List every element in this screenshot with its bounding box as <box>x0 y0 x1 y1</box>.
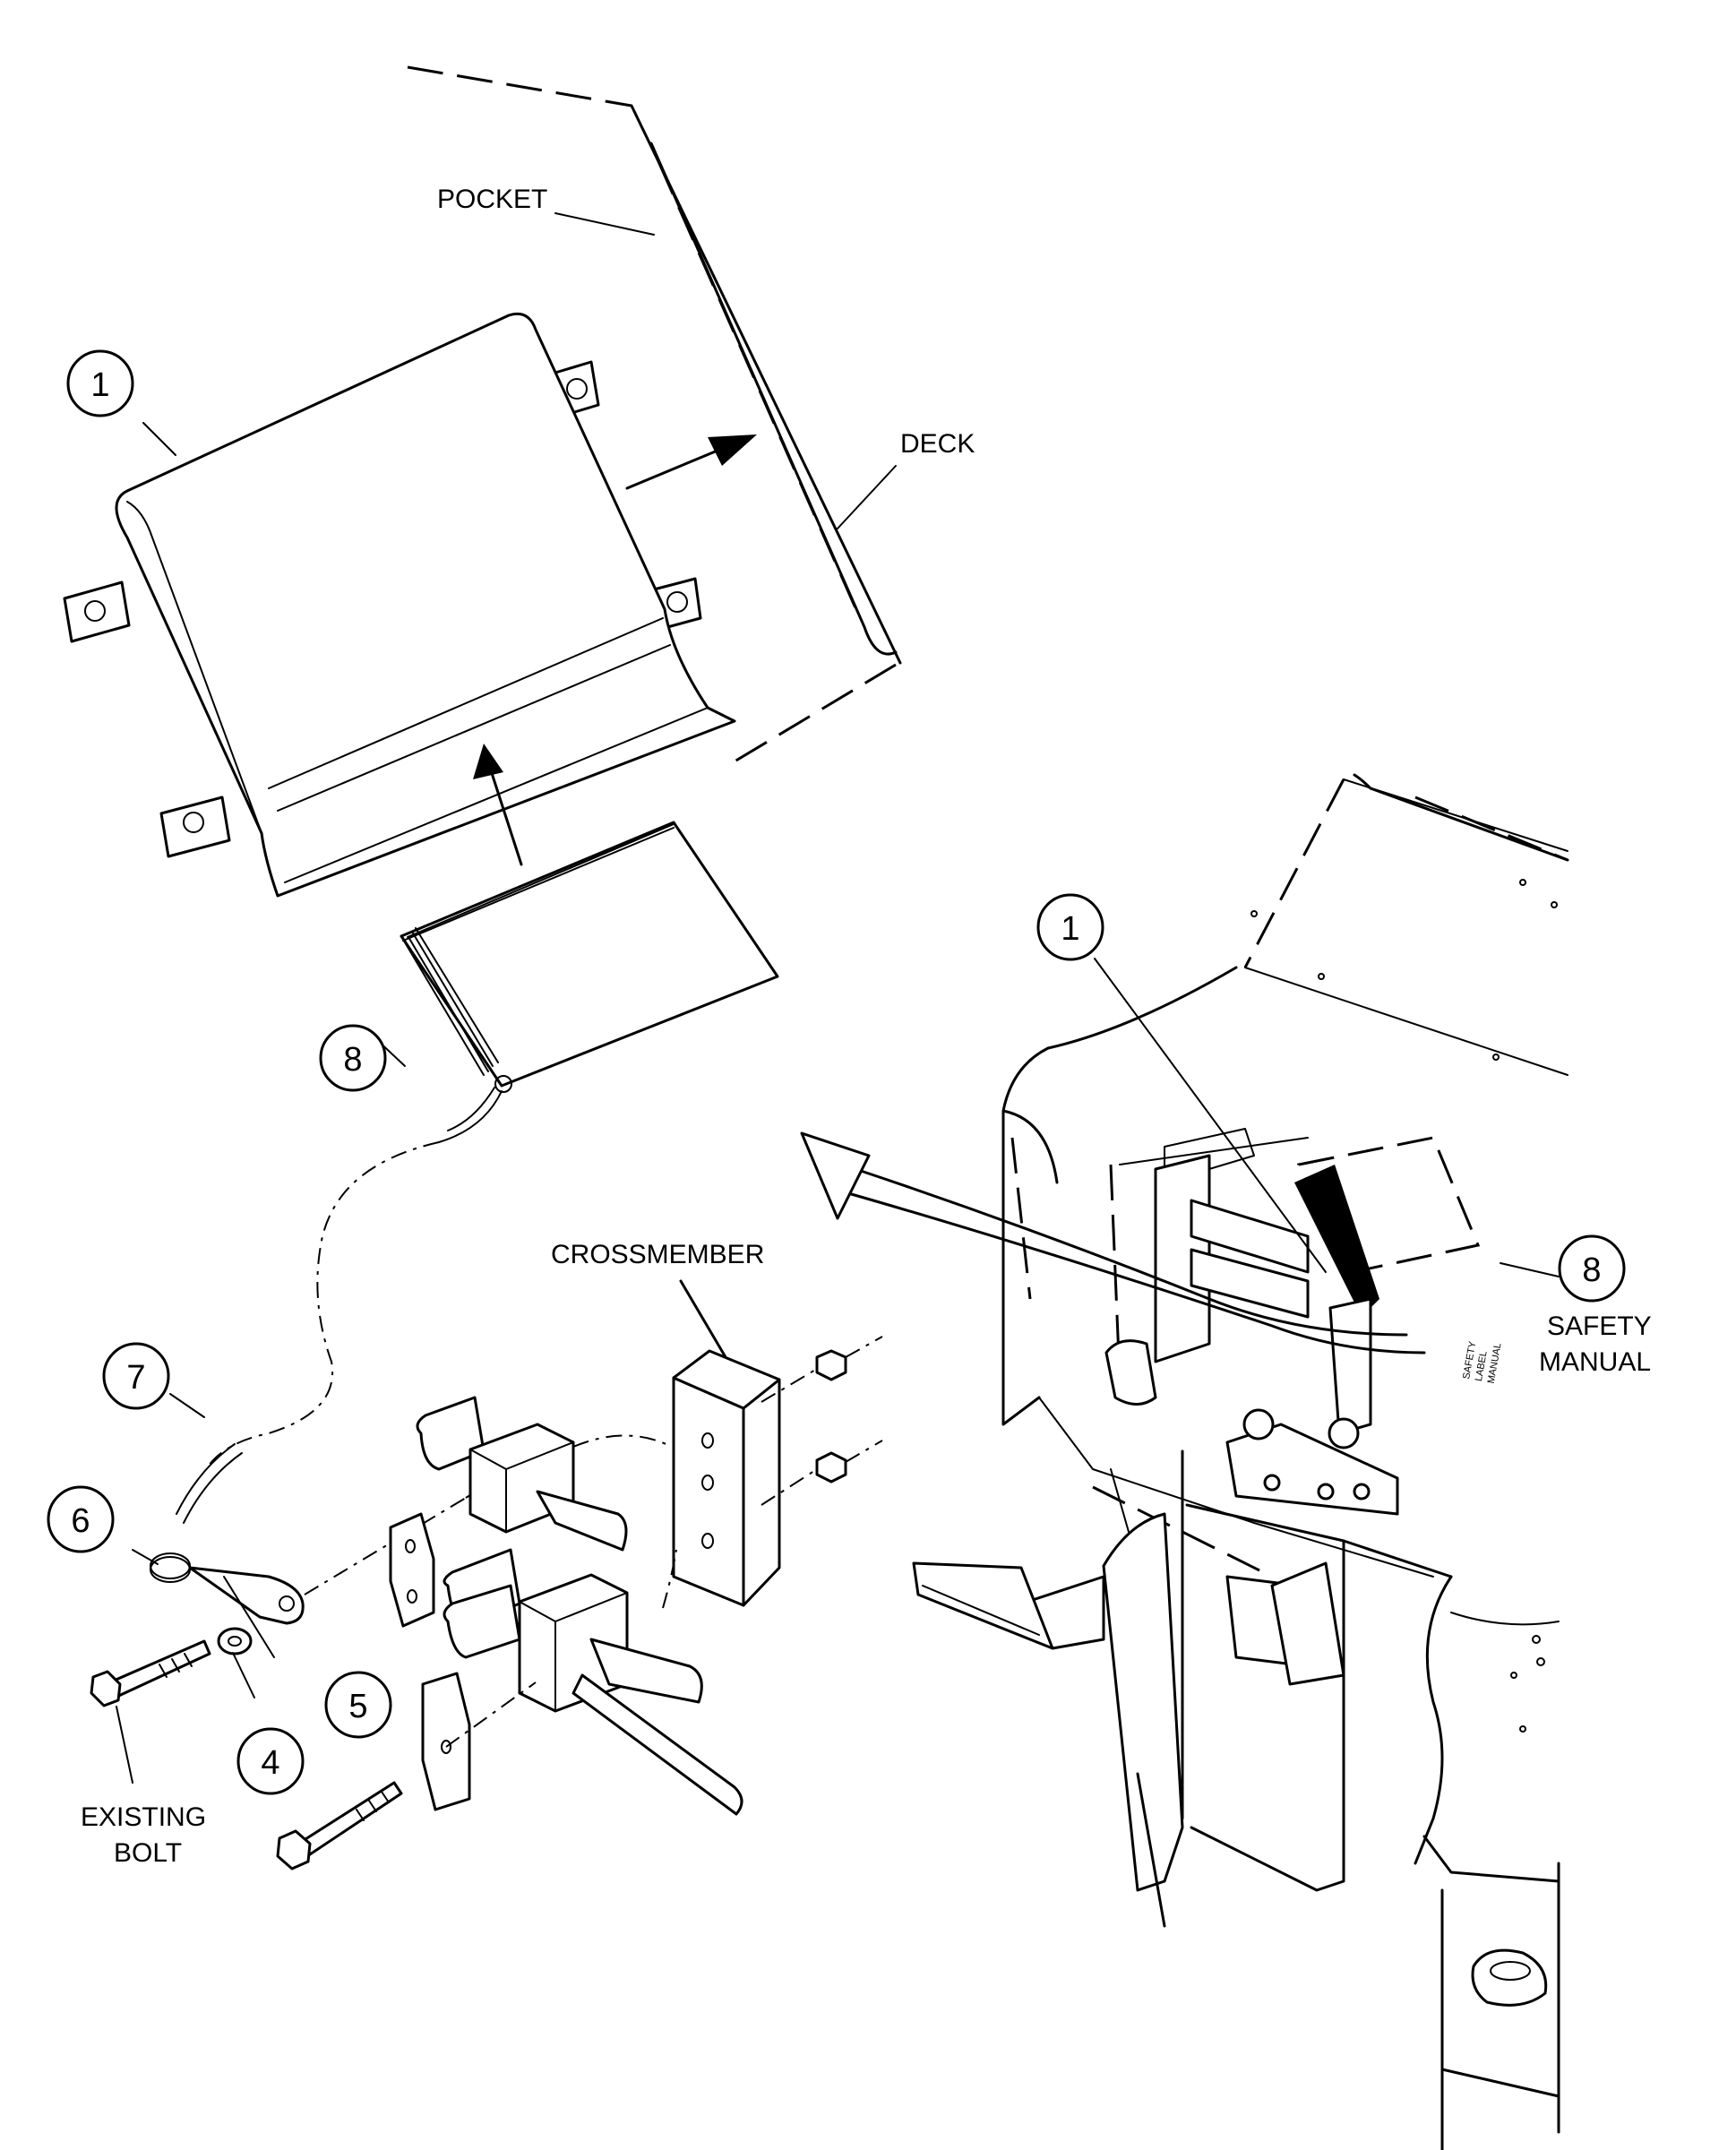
safety-manual-label-line1: SAFETY <box>1547 1312 1652 1341</box>
callout-5: 5 <box>324 1671 392 1739</box>
split-ring <box>150 1552 191 1583</box>
existing-bolt <box>90 1639 211 1707</box>
deck-pocket <box>407 65 902 763</box>
leader-lines <box>116 212 1560 1784</box>
deck-label: DECK <box>900 429 975 459</box>
lower-bolt <box>276 1781 403 1870</box>
chain-bracket <box>188 1566 305 1625</box>
install-arrows <box>473 434 757 866</box>
callout-7-text: 7 <box>126 1359 145 1397</box>
callout-1-top: 1 <box>66 349 134 417</box>
callout-7: 7 <box>102 1342 170 1410</box>
callout-5-text: 5 <box>348 1688 367 1725</box>
decal-line3: MANUAL <box>1486 1342 1504 1384</box>
callout-4-text: 4 <box>261 1744 279 1782</box>
callout-1-top-text: 1 <box>90 366 109 404</box>
callout-1-right: 1 <box>1036 893 1104 961</box>
callout-4: 4 <box>236 1727 305 1795</box>
washer <box>217 1627 253 1656</box>
callout-6: 6 <box>47 1485 115 1553</box>
chain-leader <box>205 1141 440 1470</box>
callout-6-text: 6 <box>71 1502 90 1540</box>
upper-mount-block <box>389 1396 673 1628</box>
crossmember <box>672 1279 883 1607</box>
machine-view <box>800 773 1569 2150</box>
manual-holder <box>63 312 736 898</box>
crossmember-label: CROSSMEMBER <box>551 1240 764 1269</box>
safety-manual-label-line2: MANUAL <box>1539 1347 1651 1377</box>
lower-mount-block <box>421 1548 743 1816</box>
existing-bolt-label-line1: EXISTING <box>81 1802 206 1832</box>
callout-8-top-text: 8 <box>343 1041 362 1079</box>
decal-line2: LABEL <box>1474 1350 1490 1382</box>
callout-8-right: 8 <box>1558 1234 1626 1303</box>
pocket-label: POCKET <box>437 185 547 214</box>
existing-bolt-label-line2: BOLT <box>114 1838 182 1868</box>
chain <box>176 1443 243 1524</box>
decal-text: SAFETY LABEL MANUAL <box>1461 1340 1504 1385</box>
callout-8-right-text: 8 <box>1582 1251 1601 1289</box>
safety-manual-book <box>400 821 779 1143</box>
callout-1-right-text: 1 <box>1061 910 1079 948</box>
callout-8-top: 8 <box>319 1024 387 1092</box>
